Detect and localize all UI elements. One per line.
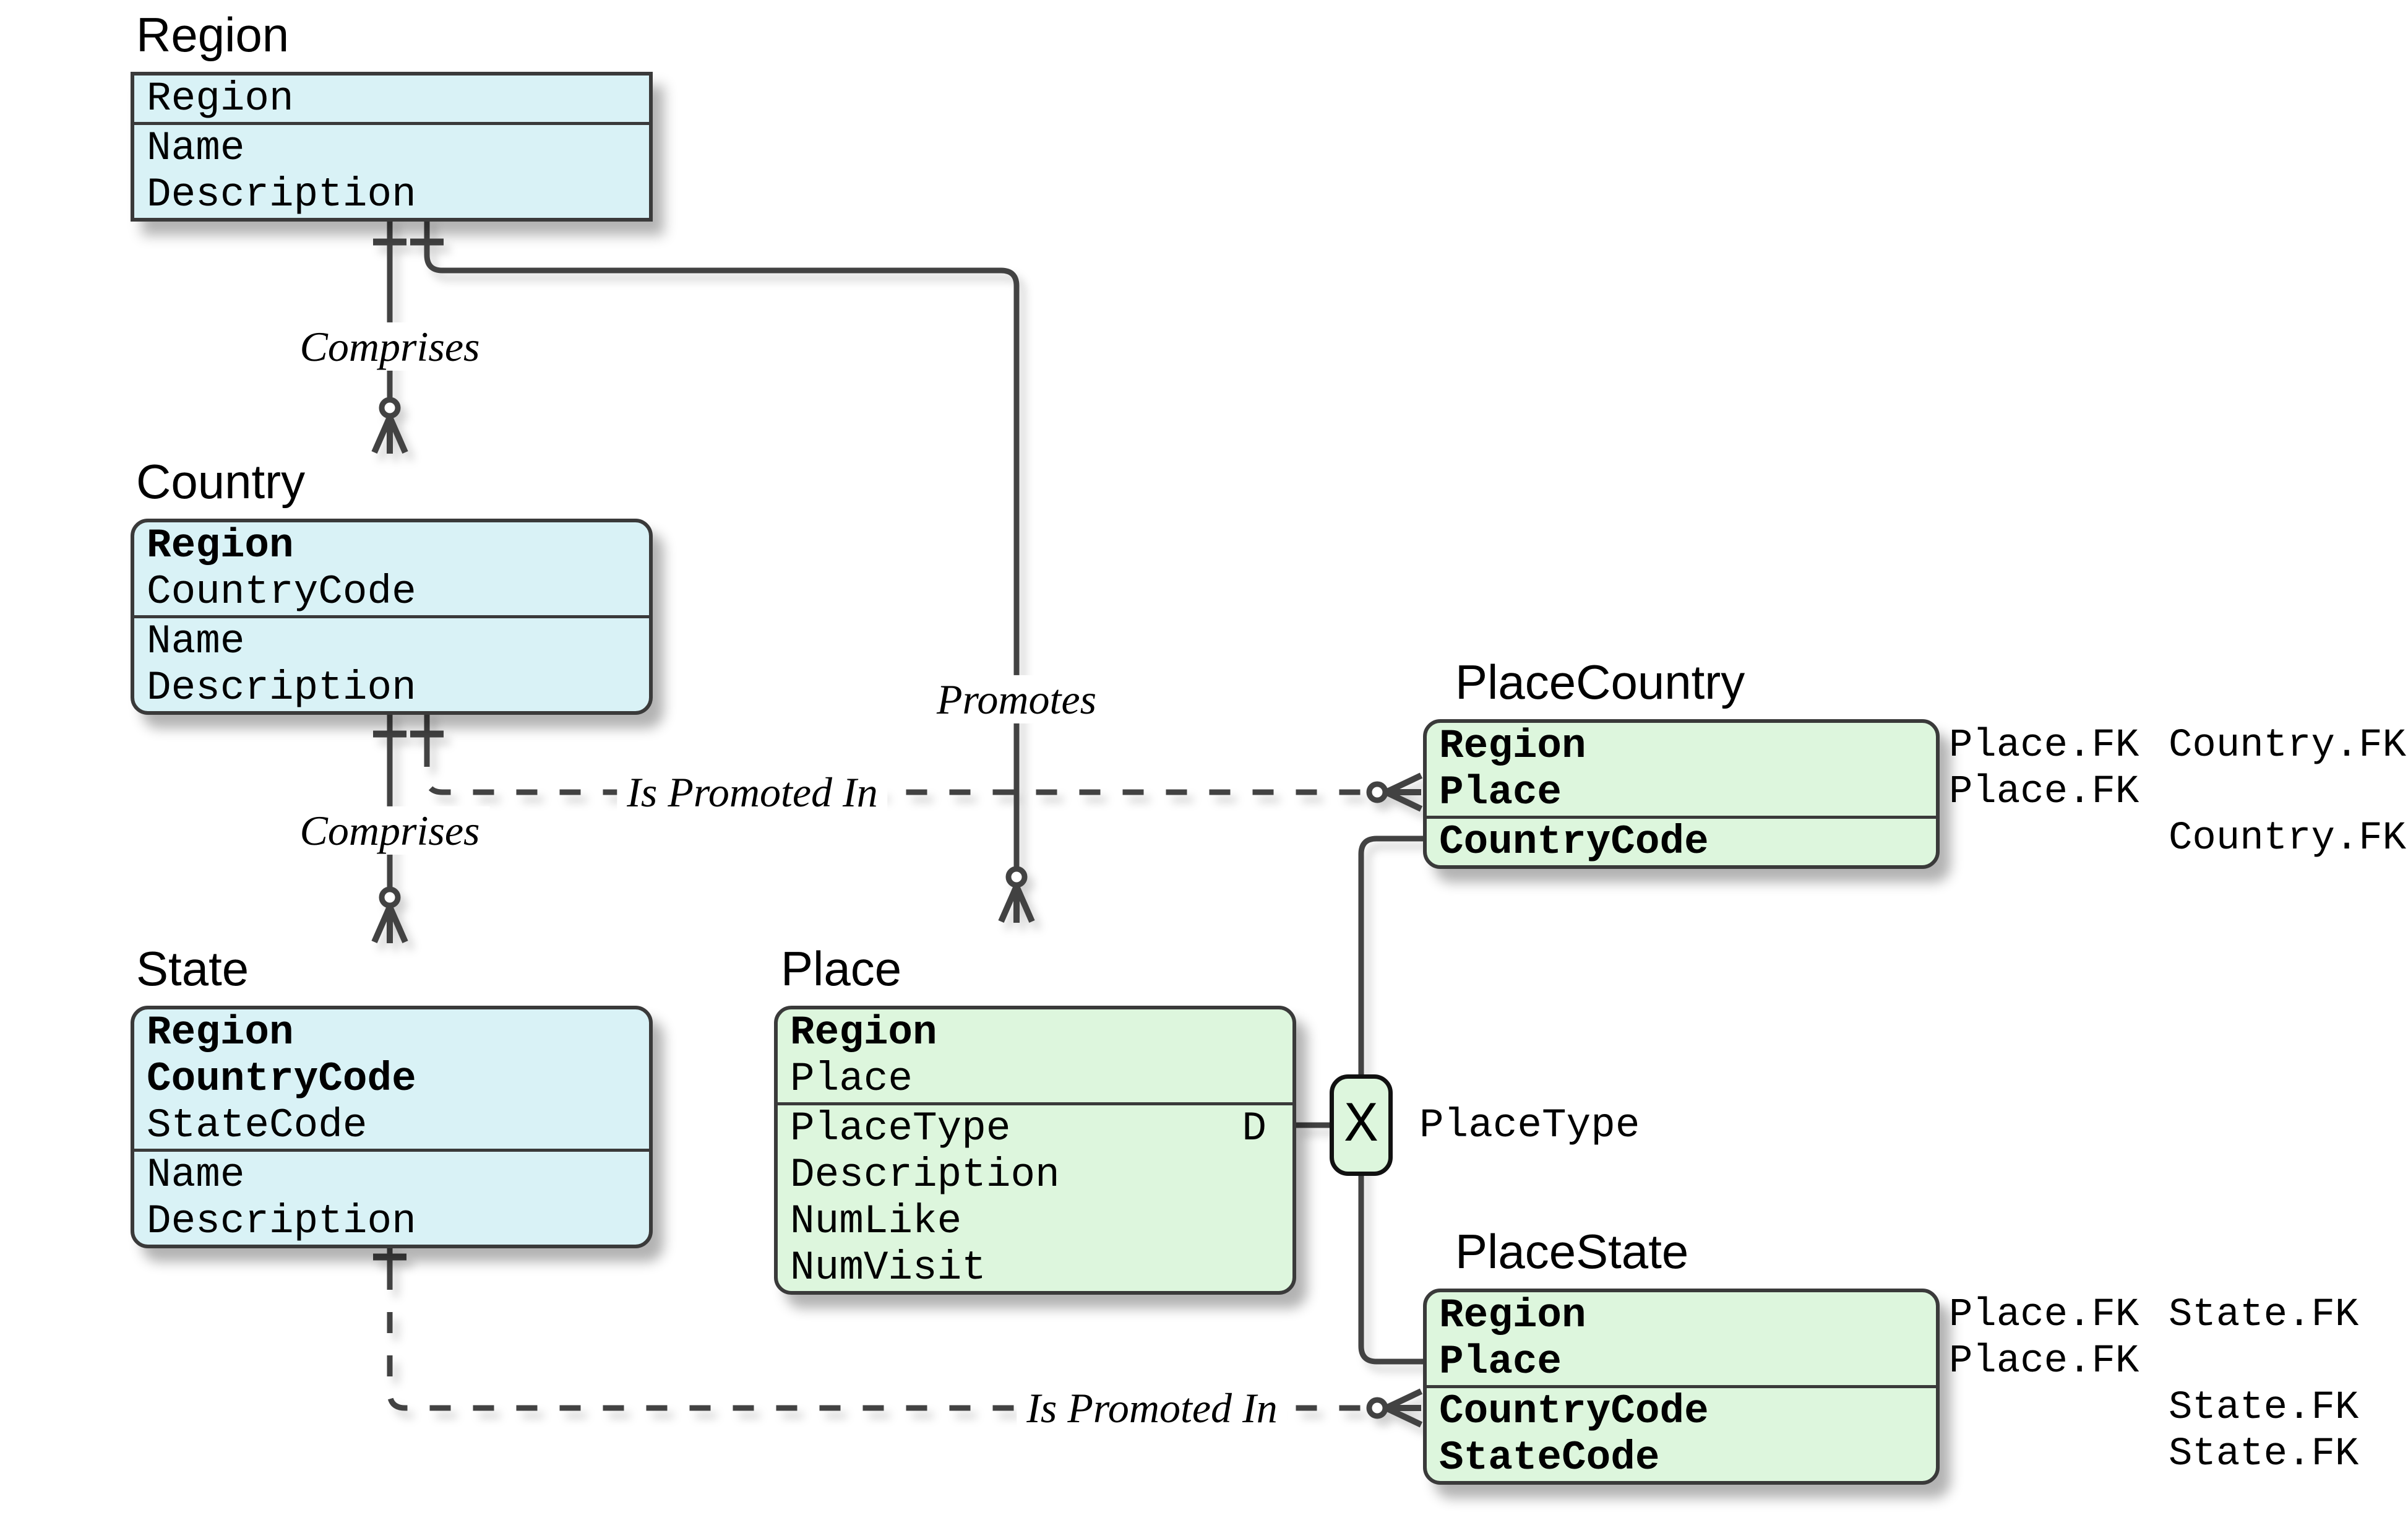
zero-circle-icon xyxy=(1366,781,1388,803)
zero-circle-icon xyxy=(1366,1397,1388,1419)
fk-annotation: Country.FK xyxy=(2169,723,2407,768)
attribute-row: Name xyxy=(134,122,649,171)
fk-annotation: Place.FK xyxy=(1949,1339,2139,1384)
promotes-line xyxy=(410,217,1035,923)
attribute-row: Place xyxy=(1439,769,1562,816)
exclusive-subtype-symbol[interactable]: X xyxy=(1330,1074,1393,1176)
attribute-row: NumVisit xyxy=(790,1245,986,1291)
relationship-label-comprises-2: Comprises xyxy=(290,806,490,855)
attribute-row: Description xyxy=(147,665,416,711)
entity-title-state: State xyxy=(136,941,249,996)
crow-foot-icon xyxy=(371,415,408,454)
attribute-row: Name xyxy=(134,615,649,665)
attribute-row: StateCode xyxy=(147,1102,368,1149)
crow-foot-icon xyxy=(1384,1388,1423,1428)
entity-title-region: Region xyxy=(136,7,290,62)
entity-title-placestate: PlaceState xyxy=(1455,1224,1689,1279)
crow-foot-icon xyxy=(998,884,1035,923)
entity-box-country[interactable]: Region CountryCode Name Description xyxy=(131,519,653,715)
fk-annotation: State.FK xyxy=(2169,1432,2359,1477)
entity-box-placecountry[interactable]: Region Place CountryCode xyxy=(1423,719,1940,869)
relationship-label-comprises-1: Comprises xyxy=(290,322,490,371)
attribute-row: Description xyxy=(147,171,416,218)
is-promoted-in-country-line xyxy=(410,710,1423,812)
crow-foot-icon xyxy=(1384,772,1423,812)
zero-circle-icon xyxy=(1005,866,1028,888)
relationship-label-is-promoted-in-top: Is Promoted In xyxy=(617,767,888,817)
fk-annotation: Place.FK xyxy=(1949,723,2139,768)
is-promoted-in-state-line xyxy=(373,1243,1423,1428)
attribute-row: Description xyxy=(147,1198,416,1245)
zero-circle-icon xyxy=(379,886,401,909)
entity-box-placestate[interactable]: Region Place CountryCode StateCode xyxy=(1423,1289,1940,1485)
attribute-row: StateCode xyxy=(1439,1435,1660,1481)
fk-annotation: State.FK xyxy=(2169,1386,2359,1430)
comprises-country-state-line xyxy=(371,710,408,944)
attribute-row: Name xyxy=(134,1149,649,1198)
crow-foot-icon xyxy=(371,905,408,944)
attribute-row: CountryCode xyxy=(147,569,416,615)
relationship-label-promotes: Promotes xyxy=(926,675,1107,724)
entity-box-state[interactable]: Region CountryCode StateCode Name Descri… xyxy=(131,1006,653,1248)
entity-box-place[interactable]: Region Place D PlaceType Description Num… xyxy=(774,1006,1296,1295)
attribute-row: Region xyxy=(790,1009,937,1056)
attribute-row: Region xyxy=(1439,723,1586,769)
attribute-row: CountryCode xyxy=(147,1056,416,1102)
zero-circle-icon xyxy=(379,397,401,419)
fk-annotation: Place.FK xyxy=(1949,1293,2139,1337)
entity-title-placecountry: PlaceCountry xyxy=(1455,655,1745,709)
attribute-row: CountryCode xyxy=(1427,816,1936,865)
attribute-row: Region xyxy=(147,76,294,122)
attribute-row: Region xyxy=(147,1009,294,1056)
attribute-row: Place xyxy=(1439,1339,1562,1385)
attribute-row: D PlaceType xyxy=(778,1102,1292,1152)
discriminator-flag: D xyxy=(1242,1105,1266,1152)
attribute-row: NumLike xyxy=(790,1198,962,1245)
entity-box-region[interactable]: Region Name Description xyxy=(131,72,653,222)
attribute-row: CountryCode xyxy=(1427,1385,1936,1435)
fk-annotation: State.FK xyxy=(2169,1293,2359,1337)
fk-annotation: Place.FK xyxy=(1949,770,2139,814)
attribute-row: Description xyxy=(790,1152,1060,1198)
attribute-label: PlaceType xyxy=(790,1105,1011,1152)
entity-title-country: Country xyxy=(136,454,306,509)
attribute-row: Region xyxy=(147,522,294,569)
fk-annotation: Country.FK xyxy=(2169,816,2407,861)
discriminator-label: PlaceType xyxy=(1419,1102,1640,1149)
relationship-label-is-promoted-in-bottom: Is Promoted In xyxy=(1017,1383,1288,1433)
attribute-row: Region xyxy=(1439,1292,1586,1339)
attribute-row: Place xyxy=(790,1056,913,1102)
entity-title-place: Place xyxy=(781,941,902,996)
